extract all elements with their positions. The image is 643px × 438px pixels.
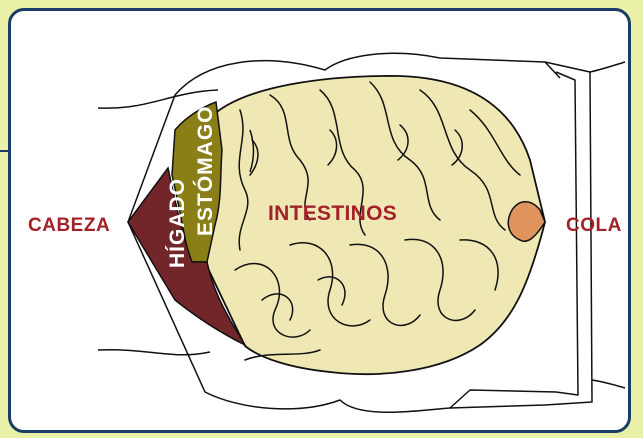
intestines-region — [205, 76, 545, 374]
label-tail: COLA — [566, 215, 622, 236]
label-liver: HÍGADO — [166, 178, 189, 268]
label-head: CABEZA — [28, 215, 110, 236]
label-stomach: ESTÓMAGO — [193, 105, 217, 236]
label-intestines: INTESTINOS — [268, 202, 397, 225]
